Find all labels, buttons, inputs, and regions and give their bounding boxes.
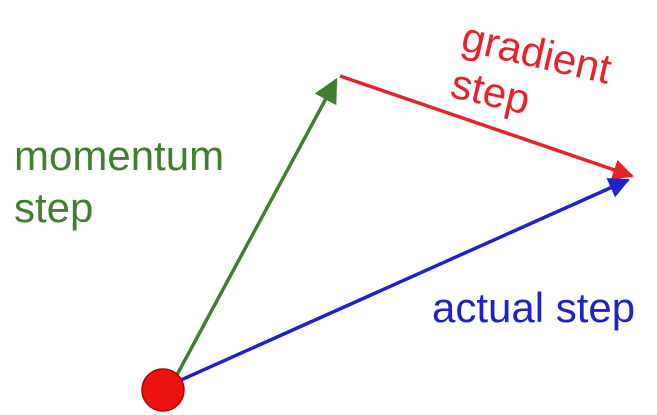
momentum-arrow	[170, 77, 338, 385]
actual-step-label: actual step	[432, 284, 635, 331]
momentum-label-line1: momentum	[14, 132, 224, 179]
gradient-arrow	[339, 74, 634, 180]
actual-step-arrow	[171, 178, 630, 386]
momentum-label-line2: step	[14, 184, 93, 231]
origin-point	[141, 368, 185, 412]
